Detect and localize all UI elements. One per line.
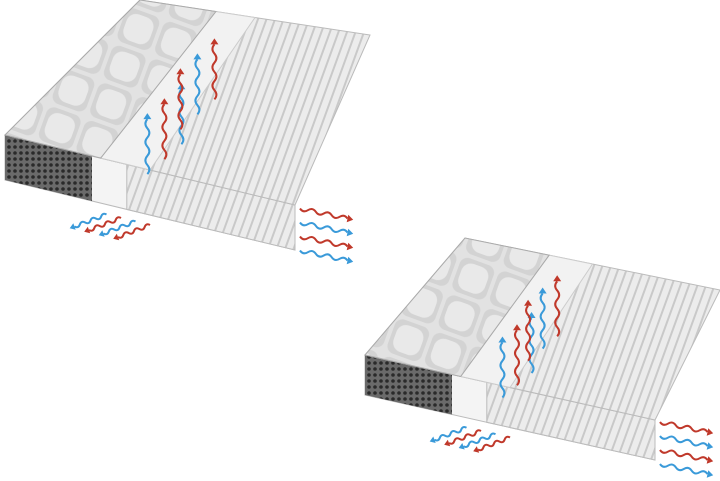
warm-air-arrow	[659, 421, 709, 433]
cool-air-arrow	[659, 463, 709, 475]
cool-air-arrow-head	[193, 53, 202, 60]
warm-air-arrow-head	[444, 439, 451, 447]
warm-air-arrow	[88, 216, 122, 232]
cool-air-arrow-head	[69, 223, 76, 230]
cool-air-arrow	[528, 317, 535, 374]
mesh-edge	[5, 135, 92, 201]
quilted-cover	[364, 237, 551, 378]
warm-air-arrow-head	[512, 324, 521, 331]
warm-air-arrow	[448, 429, 482, 445]
cool-air-arrow	[74, 212, 107, 229]
cool-air-arrow	[144, 118, 151, 175]
cool-air-arrow-head	[346, 228, 354, 237]
cool-air-arrow	[299, 221, 349, 234]
warm-air-arrow-head	[113, 233, 120, 241]
cool-air-arrow	[463, 432, 496, 448]
warm-air-arrow	[211, 43, 218, 101]
cool-air-arrow-head	[706, 442, 714, 450]
warm-air-arrow	[525, 305, 532, 362]
cool-air-arrow-head	[143, 113, 152, 120]
cool-air-arrow	[659, 435, 709, 447]
mattress-top-left	[4, 0, 371, 265]
warm-air-arrow-head	[346, 214, 354, 223]
warm-air-arrow	[659, 449, 709, 461]
cool-air-arrow-head	[429, 436, 436, 443]
warm-air-arrow	[117, 223, 151, 239]
cool-air-arrow-head	[538, 287, 547, 294]
warm-air-arrow-head	[176, 68, 185, 75]
warm-air-arrow-head	[84, 226, 91, 234]
cool-air-arrow	[299, 249, 349, 262]
warm-air-arrow-head	[346, 242, 354, 251]
cool-air-arrow-head	[458, 443, 465, 450]
warm-air-arrow-head	[706, 428, 714, 436]
warm-air-arrow-head	[706, 456, 714, 464]
cool-air-arrow-head	[346, 256, 354, 265]
cool-air-arrow-head	[706, 470, 714, 478]
warm-air-arrow-head	[473, 446, 480, 453]
warm-air-arrow-head	[210, 38, 219, 45]
warm-air-arrow	[177, 73, 184, 130]
cool-air-arrow-head	[498, 336, 507, 343]
warm-air-arrow-head	[160, 98, 169, 105]
warm-air-arrow	[161, 103, 168, 160]
warm-air-arrow	[299, 207, 349, 220]
cool-air-arrow	[539, 292, 546, 350]
cool-air-arrow-head	[98, 230, 105, 237]
quilted-cover	[4, 0, 217, 159]
warm-air-arrow	[299, 235, 349, 248]
warm-air-arrow-head	[553, 275, 562, 282]
warm-air-arrow	[477, 435, 511, 452]
cool-air-arrow	[194, 58, 201, 115]
cool-air-arrow	[434, 426, 467, 442]
cool-air-arrow	[499, 341, 506, 399]
warm-air-arrow	[513, 329, 520, 386]
warm-air-arrow	[554, 280, 561, 337]
warm-air-arrow-head	[524, 299, 533, 306]
cool-air-arrow	[178, 88, 185, 145]
mattress-bottom-right	[364, 237, 720, 478]
cool-air-arrow	[103, 219, 136, 236]
